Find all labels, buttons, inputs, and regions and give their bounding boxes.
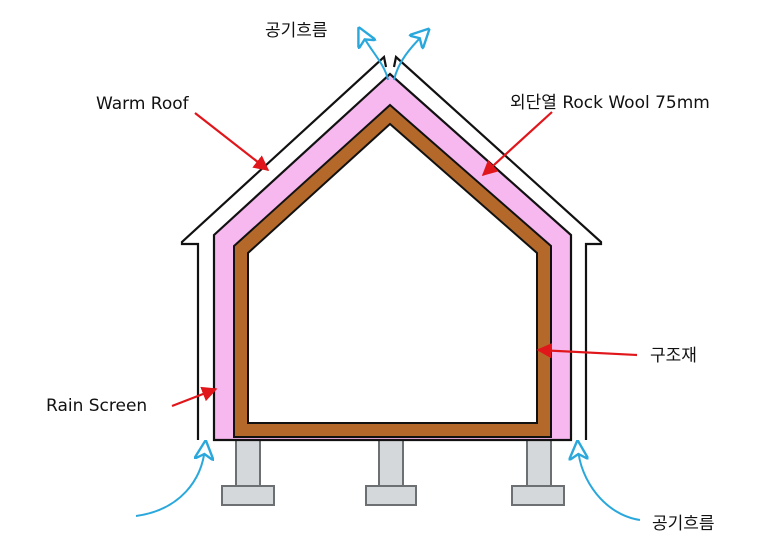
structure-label: 구조재 xyxy=(650,346,697,366)
airflow-bottom-label: 공기흐름 xyxy=(652,514,715,534)
foundation-piers xyxy=(221,439,565,506)
interior-space xyxy=(247,122,538,424)
outer-roof-left xyxy=(180,54,388,440)
rain-screen-arrow xyxy=(171,386,218,408)
warm-roof-arrow xyxy=(194,112,270,171)
airflow-top-right-arrow xyxy=(393,34,424,81)
airflow-bottom-left-arrow xyxy=(135,448,205,517)
warm-roof-label: Warm Roof xyxy=(96,94,190,114)
pointer-arrows xyxy=(171,111,638,408)
outer-roof-right xyxy=(392,54,603,440)
foundation-pier-right xyxy=(511,439,565,506)
structure-arrow xyxy=(536,343,638,359)
airflow-top-left-arrow xyxy=(362,34,389,81)
insulation-label: 외단열 Rock Wool 75mm xyxy=(510,93,710,113)
rain-screen-label: Rain Screen xyxy=(46,396,147,416)
airflow-bottom-right-arrow xyxy=(578,448,641,521)
foundation-pier-center xyxy=(365,439,417,506)
foundation-pier-left xyxy=(221,439,275,506)
airflow-top-label: 공기흐름 xyxy=(265,21,328,41)
airflow-arrows xyxy=(135,34,641,521)
insulation-arrow xyxy=(481,111,553,177)
